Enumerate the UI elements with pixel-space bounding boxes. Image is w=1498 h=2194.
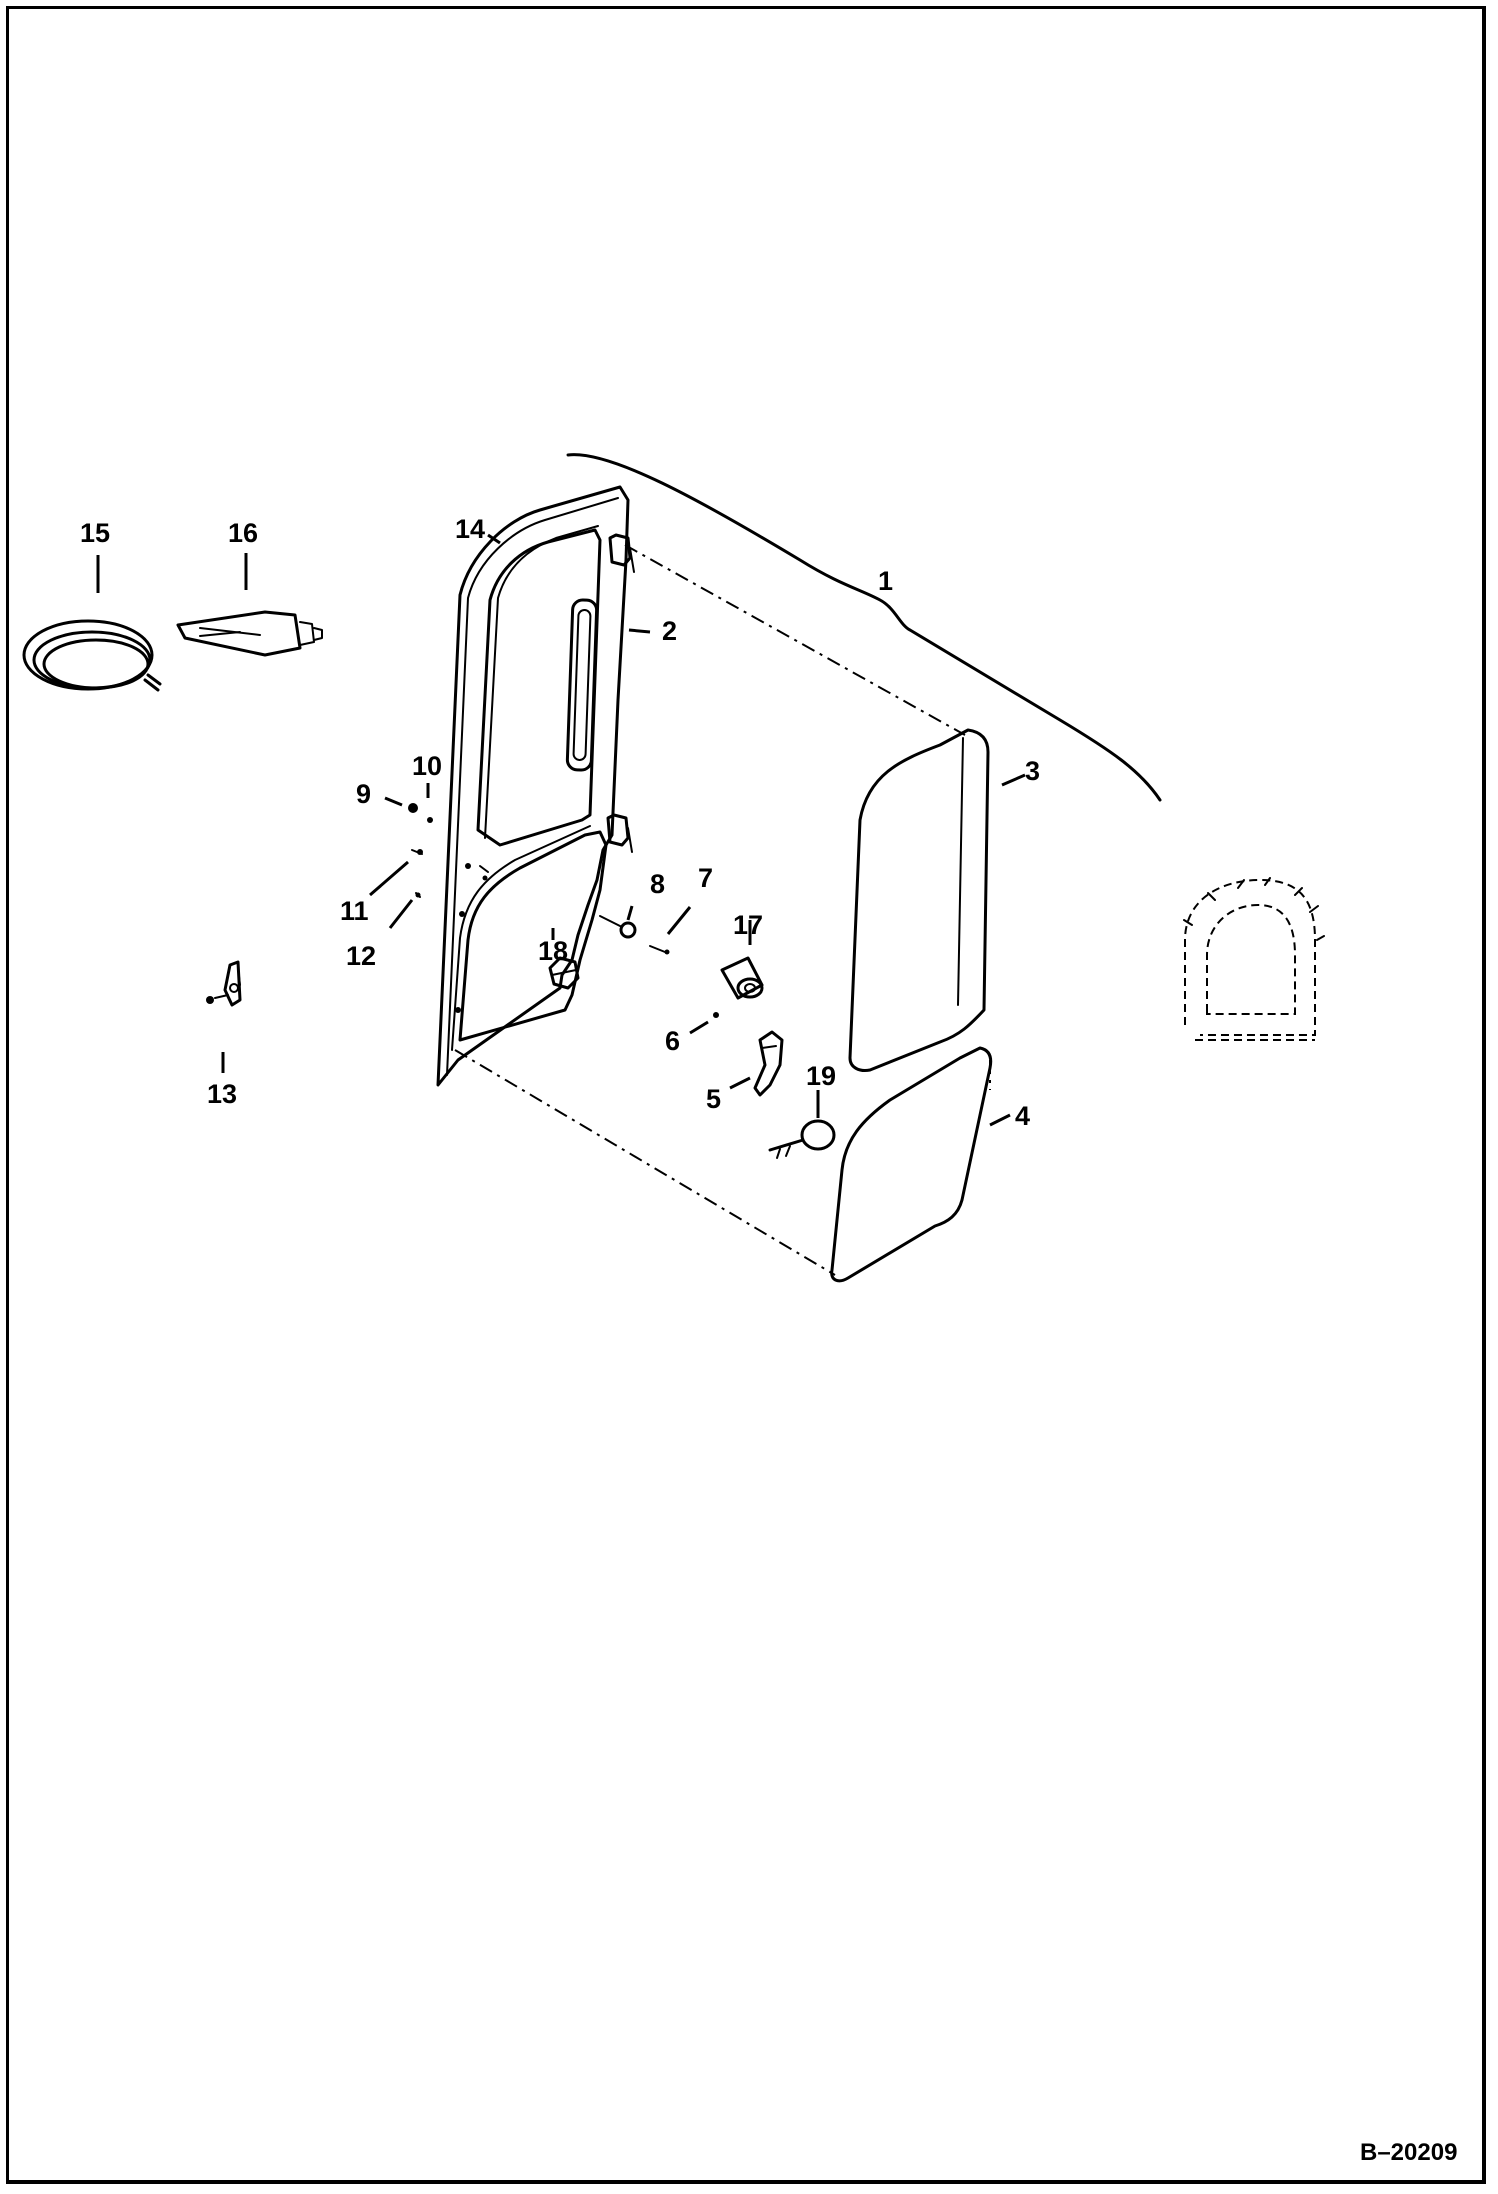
callout-13: 13: [207, 1079, 237, 1109]
callout-8: 8: [650, 869, 665, 899]
callout-6: 6: [665, 1026, 680, 1056]
lower-glass-icon: [830, 1046, 993, 1283]
upper-glass-icon: [848, 728, 990, 1072]
seal-icon: [22, 619, 162, 692]
page-border: [6, 6, 1486, 2184]
adhesive-tube-icon: [176, 610, 323, 657]
lock-cylinder-icon: [548, 956, 580, 990]
screw-6-icon: [713, 1012, 719, 1018]
phantom-line-top: [624, 544, 966, 736]
callout-16: 16: [228, 518, 258, 548]
callout-3: 3: [1025, 756, 1040, 786]
key-icon: [768, 1119, 836, 1159]
nut-icon: [408, 803, 418, 813]
callout-7: 7: [698, 863, 713, 893]
callout-11: 11: [340, 896, 369, 926]
callout-18: 18: [538, 936, 568, 966]
washer-icon: [427, 817, 433, 823]
bushing-icon: [720, 956, 764, 1000]
callout-1: 1: [878, 566, 893, 596]
callout-15: 15: [80, 518, 110, 548]
washer-8-icon: [619, 921, 637, 939]
callout-9: 9: [356, 779, 371, 809]
weatherstrip-detail-icon: [1183, 877, 1325, 1041]
callout-4: 4: [1015, 1101, 1030, 1131]
phantom-line-bottom: [454, 1049, 836, 1276]
hinge-icon: [606, 533, 635, 853]
callout-2: 2: [662, 616, 677, 646]
callout-17: 17: [733, 910, 763, 940]
callout-19: 19: [806, 1061, 836, 1091]
callout-10: 10: [412, 751, 442, 781]
callout-14: 14: [455, 514, 485, 544]
door-frame-icon: [436, 485, 630, 1087]
assembly-bracket: [566, 453, 1162, 802]
callout-5: 5: [706, 1084, 721, 1114]
door-handle-icon: [753, 1030, 784, 1097]
striker-icon: [206, 960, 242, 1007]
drawing-reference: B–20209: [1360, 2139, 1457, 2166]
screw-7-icon: [649, 945, 666, 953]
callout-12: 12: [346, 941, 376, 971]
